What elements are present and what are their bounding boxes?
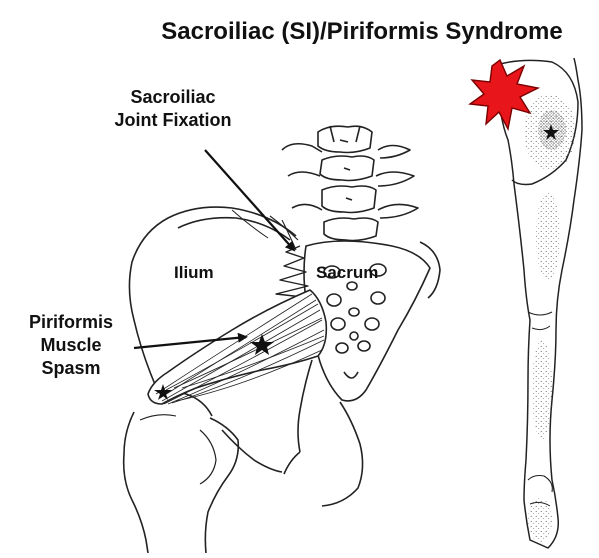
page-title: Sacroiliac (SI)/Piriformis Syndrome (125, 18, 599, 46)
sacrum-label: Sacrum (316, 262, 378, 284)
femur-outline (124, 412, 239, 553)
si-joint-fixation-marks (276, 246, 312, 298)
si-joint-label-line-1: Sacroiliac (88, 86, 258, 109)
foot-pain-region (528, 498, 552, 542)
ilium-label: Ilium (174, 262, 214, 284)
piriformis-label-line-1: Piriformis (6, 311, 136, 334)
si-joint-arrow (205, 150, 294, 250)
piriformis-label-line-3: Spasm (6, 357, 136, 380)
piriformis-muscle (148, 290, 326, 404)
piriformis-label: Piriformis Muscle Spasm (6, 311, 136, 380)
leg-illustration (499, 58, 582, 548)
piriformis-label-line-2: Muscle (6, 334, 136, 357)
calf-pain-region (532, 340, 552, 440)
lumbar-vertebrae (282, 126, 418, 241)
si-joint-label-line-2: Joint Fixation (88, 109, 258, 132)
pelvis-illustration (124, 126, 440, 553)
thigh-pain-region (536, 192, 560, 280)
si-joint-label: Sacroiliac Joint Fixation (88, 86, 258, 132)
